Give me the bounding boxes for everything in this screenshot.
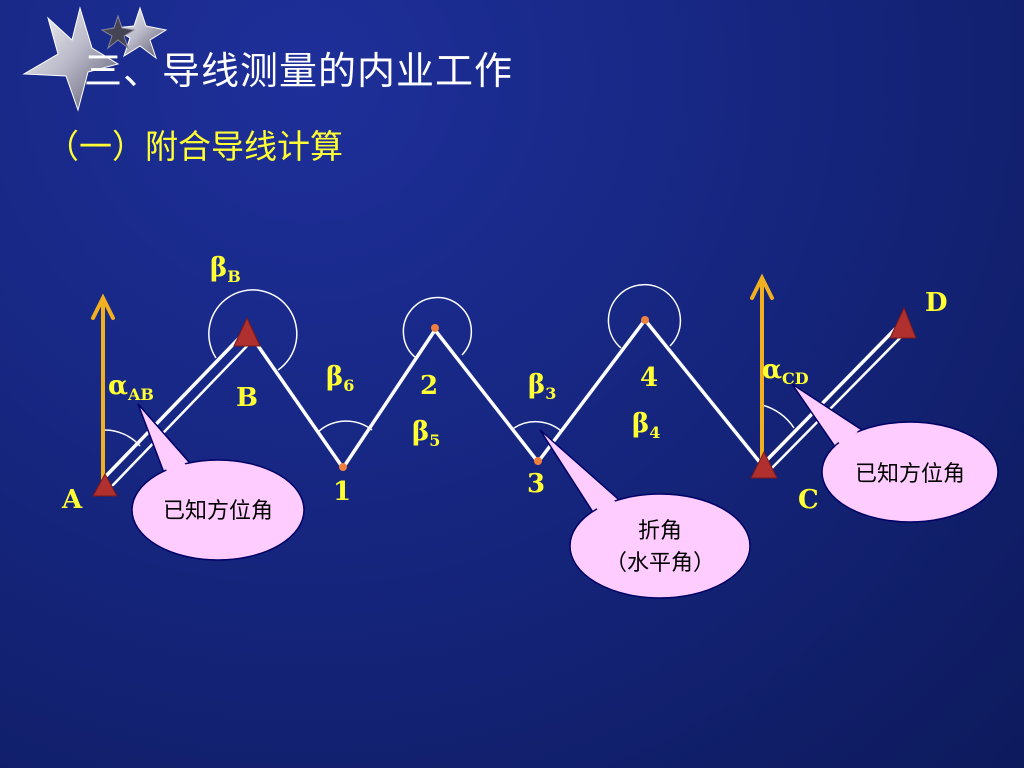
angle-label-beta-b: βB — [210, 253, 241, 286]
point-label-c: C — [798, 485, 819, 515]
point-label-4: 4 — [640, 363, 658, 393]
arc-alpha-ab — [104, 429, 141, 447]
callout-left: 已知方位角 — [131, 403, 305, 561]
callout-right-text: 已知方位角 — [855, 462, 965, 487]
angle-label-beta-6: β6 — [326, 362, 354, 395]
callout-middle: 折角 （水平角） — [539, 429, 751, 599]
angle-label-beta-4: β4 — [632, 409, 660, 442]
control-point-triangle-icon — [92, 306, 917, 497]
line-c-d — [760, 320, 904, 467]
callout-middle-text-2: （水平角） — [605, 551, 715, 576]
callout-left-text: 已知方位角 — [163, 499, 273, 524]
point-label-d: D — [925, 288, 948, 318]
point-label-b: B — [236, 383, 258, 413]
point-label-1: 1 — [333, 477, 351, 507]
line-a-b — [103, 328, 249, 479]
angle-label-beta-5: β5 — [412, 417, 440, 450]
line-c-d-double — [766, 334, 904, 474]
angle-arcs — [104, 283, 795, 447]
arc-beta-6 — [317, 420, 373, 433]
star-icon — [100, 14, 136, 50]
north-arrow-icon — [91, 293, 115, 487]
angle-label-alpha-ab: αAB — [108, 371, 154, 404]
traverse-lines — [103, 317, 904, 487]
point-label-2: 2 — [420, 371, 438, 401]
angle-label-beta-3: β3 — [528, 370, 556, 403]
traverse-polyline — [245, 317, 764, 472]
arc-alpha-cd — [761, 404, 795, 429]
arc-beta-5 — [402, 296, 473, 359]
station-dot-icon — [339, 316, 649, 471]
angle-label-alpha-cd: αCD — [762, 355, 809, 388]
line-a-b-double — [111, 344, 249, 487]
page-title: 三、导线测量的内业工作 — [84, 49, 514, 93]
callout-middle-text-1: 折角 — [638, 519, 682, 544]
arc-beta-4 — [607, 283, 682, 349]
arc-beta-b — [208, 289, 298, 371]
point-label-3: 3 — [527, 469, 545, 499]
star-icon — [22, 6, 120, 112]
callout-right: 已知方位角 — [791, 383, 999, 523]
arc-beta-3 — [513, 420, 561, 431]
page-subtitle: （一）附合导线计算 — [46, 127, 343, 166]
north-arrow-icon — [750, 273, 774, 477]
point-label-a: A — [61, 485, 83, 515]
